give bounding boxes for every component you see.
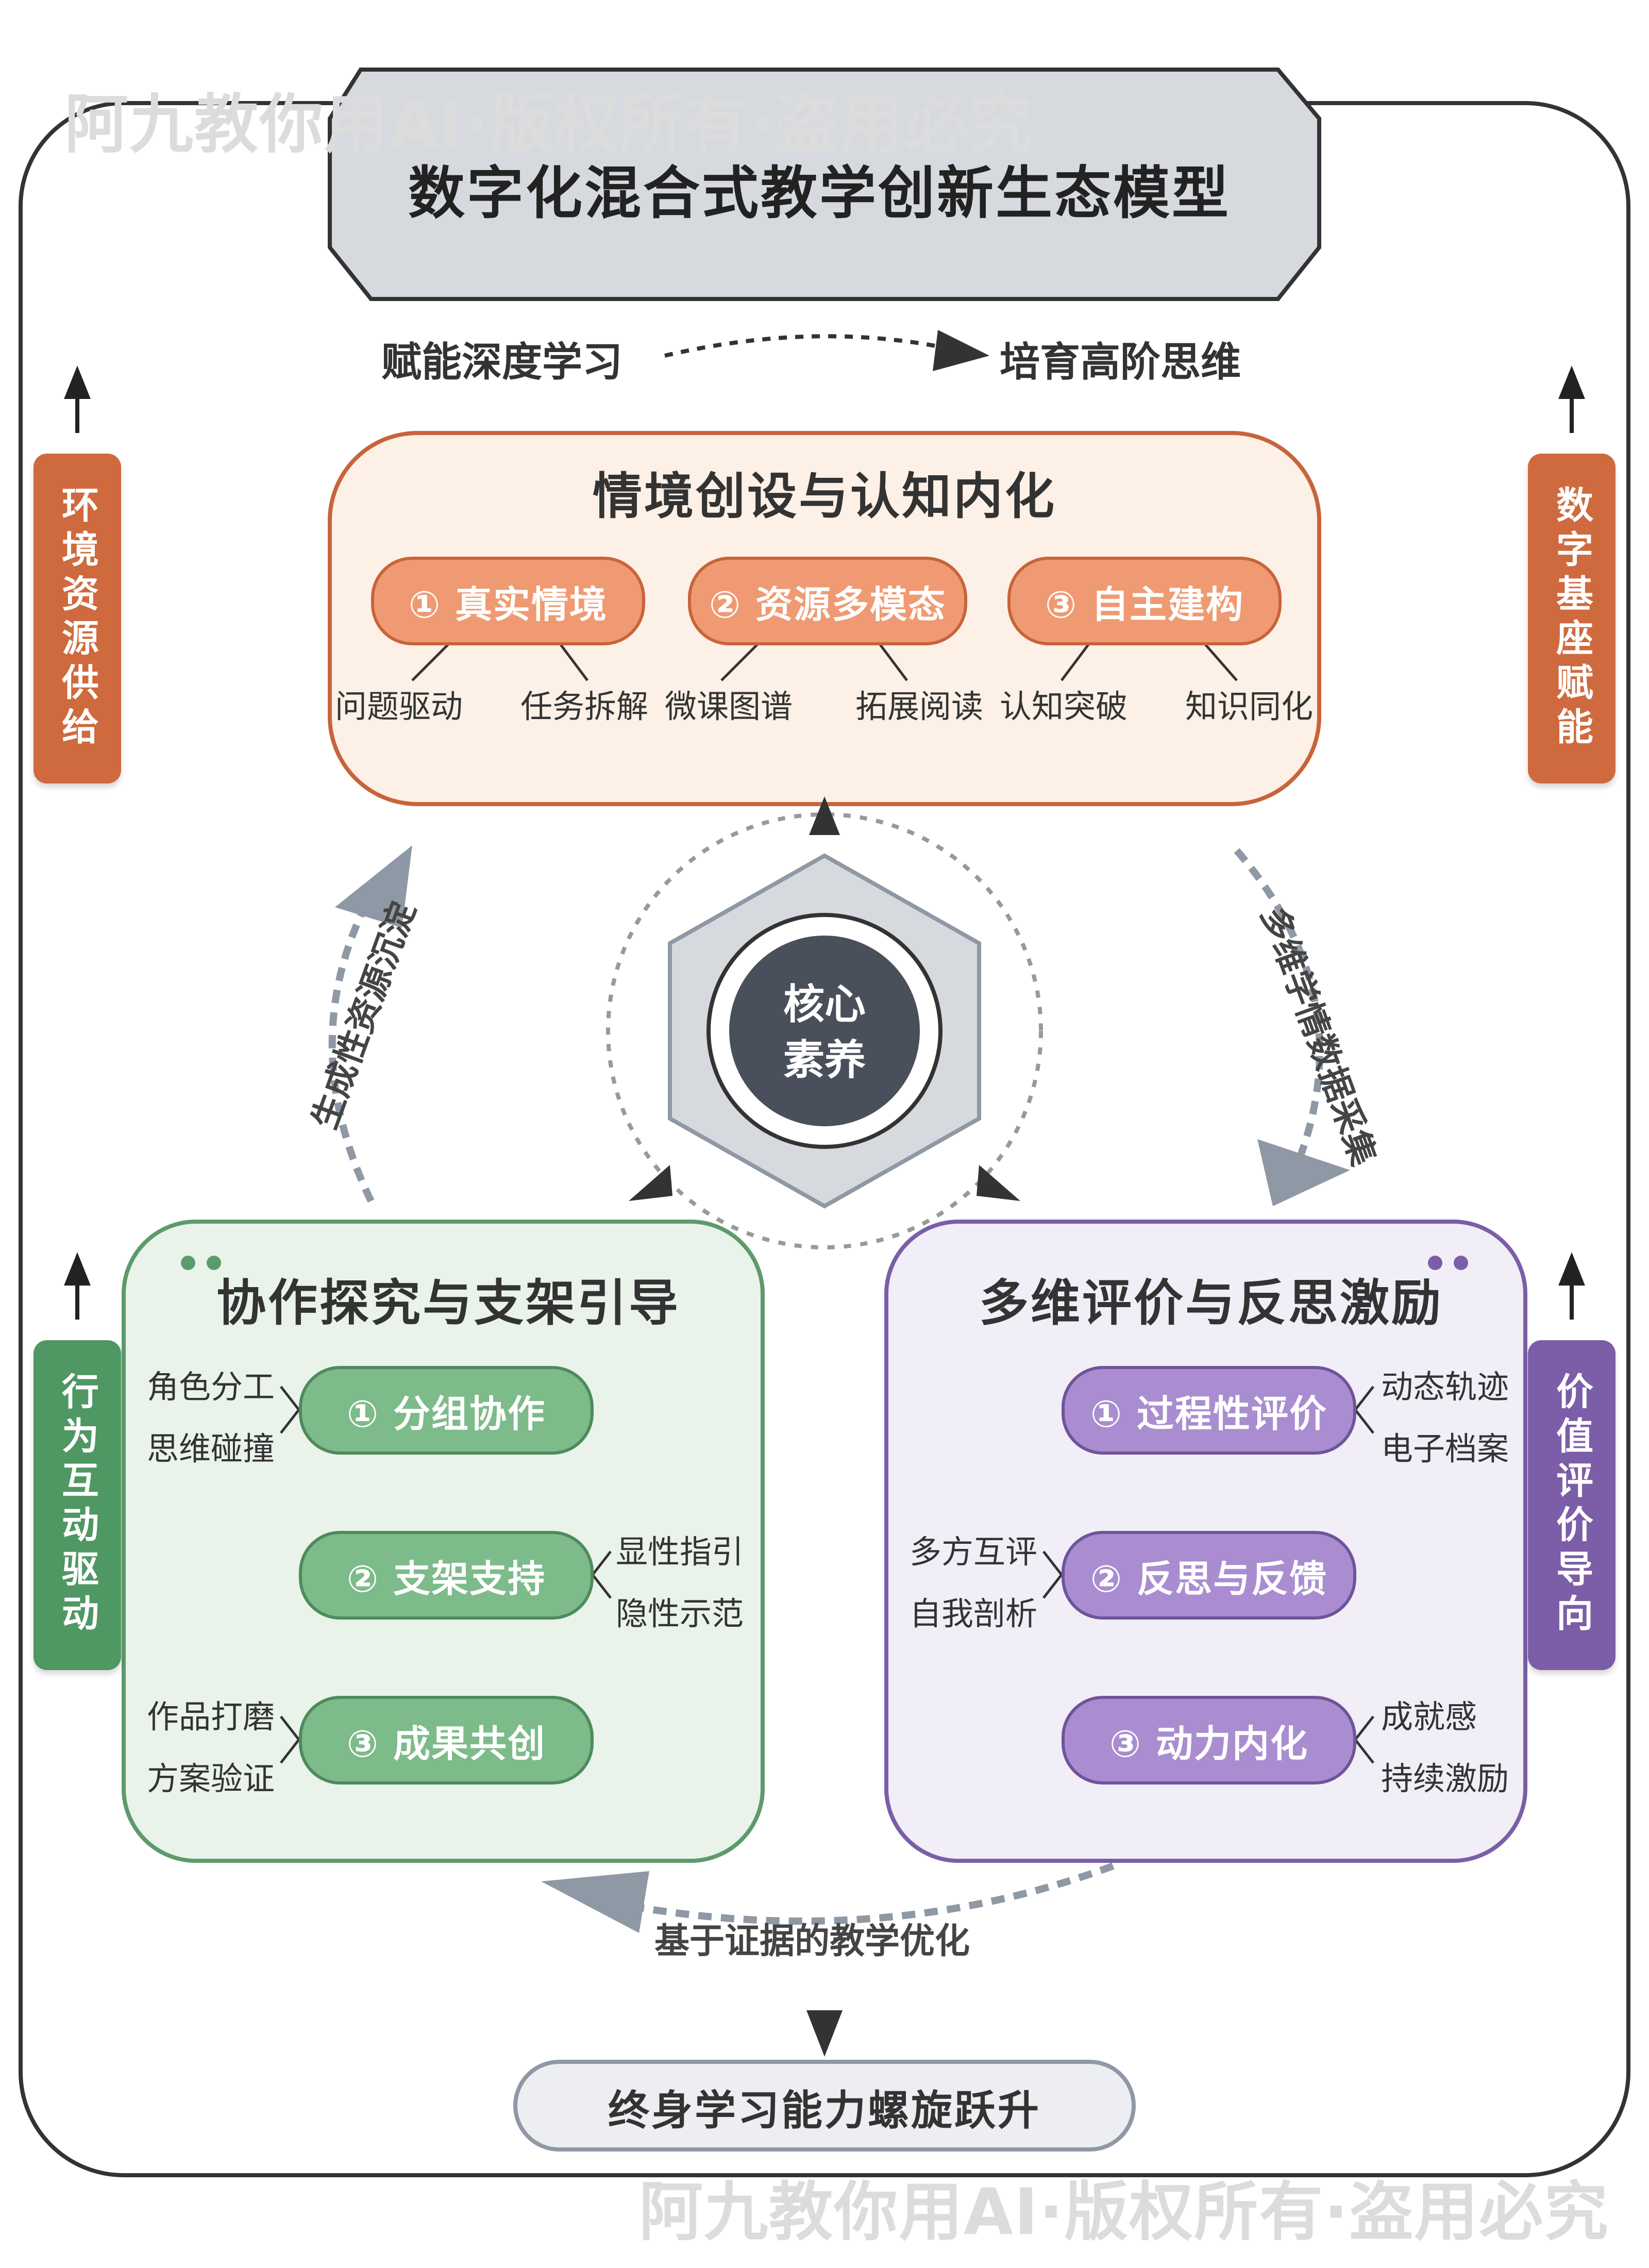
top-sub-2: 任务拆解 — [520, 688, 649, 725]
left-sub-6: 方案验证 — [147, 1760, 275, 1797]
top-sub-3: 微课图谱 — [665, 688, 793, 725]
right-pill-1: ① 过程性评价 — [1062, 1366, 1356, 1455]
side-up-arrows — [64, 365, 1585, 1320]
top-flow-right: 培育高阶思维 — [1000, 339, 1241, 386]
cycle-bottom-label: 基于证据的教学优化 — [654, 1921, 970, 1962]
cycle-right-arrowhead — [1257, 1139, 1350, 1206]
bottom-down-arrow — [806, 2010, 843, 2057]
left-pill-3: ③ 成果共创 — [299, 1696, 594, 1785]
core-arrow-right — [977, 1165, 1020, 1201]
core-label: 核心 素养 — [783, 980, 866, 1084]
title-banner — [328, 68, 1321, 301]
right-pill-3: ③ 动力内化 — [1062, 1696, 1356, 1785]
right-box-dot — [1428, 1256, 1442, 1270]
cycle-right-arrow — [1234, 848, 1323, 1187]
watermark-bottom: 阿九教你用AI·版权所有·盗用必究 — [639, 2175, 1609, 2249]
bottom-label: 终身学习能力螺旋跃升 — [608, 2087, 1041, 2134]
watermark-top: 阿九教你用AI·版权所有·盗用必究 — [64, 88, 1035, 162]
side-tag-left-bottom: 行为互动驱动 — [33, 1340, 121, 1670]
right-sub-1: 动态轨迹 — [1381, 1368, 1509, 1406]
left-sub-2: 思维碰撞 — [147, 1430, 275, 1467]
right-sub-2: 电子档案 — [1381, 1430, 1509, 1467]
cycle-bottom-arrow — [607, 1862, 1115, 1925]
top-pill-1: ① 真实情境 — [371, 557, 645, 645]
top-box-title: 情境创设与认知内化 — [593, 468, 1056, 525]
left-sub-5: 作品打磨 — [147, 1698, 275, 1736]
left-sub-3: 显性指引 — [616, 1533, 744, 1571]
left-sub-4: 隐性示范 — [616, 1595, 744, 1632]
top-flow-left: 赋能深度学习 — [381, 339, 623, 386]
top-flow-arrowhead — [933, 330, 989, 371]
left-box-dot — [207, 1256, 221, 1270]
top-box-connectors — [411, 638, 1238, 681]
core-dotted-ring — [606, 812, 1043, 1249]
left-sub-1: 角色分工 — [147, 1368, 275, 1406]
right-sub-3: 多方互评 — [910, 1533, 1038, 1571]
side-tag-right-top: 数字基座赋能 — [1528, 454, 1616, 783]
left-pill-2: ② 支架支持 — [299, 1531, 594, 1620]
top-sub-6: 知识同化 — [1185, 688, 1314, 725]
top-pill-3: ③ 自主建构 — [1007, 557, 1282, 645]
side-tag-left-top: 环境资源供给 — [33, 454, 121, 783]
left-pill-1: ① 分组协作 — [299, 1366, 594, 1455]
cycle-bottom-arrowhead — [541, 1871, 649, 1933]
top-sub-1: 问题驱动 — [335, 688, 463, 725]
right-sub-6: 持续激励 — [1381, 1760, 1509, 1797]
right-sub-5: 成就感 — [1381, 1698, 1477, 1736]
left-box-title: 协作探究与支架引导 — [216, 1274, 680, 1332]
right-box-dot — [1454, 1256, 1468, 1270]
right-box-title: 多维评价与反思激励 — [979, 1274, 1443, 1332]
top-sub-5: 认知突破 — [1000, 688, 1128, 725]
page-title: 数字化混合式教学创新生态模型 — [408, 160, 1231, 226]
core-circle — [729, 936, 920, 1126]
side-tag-right-bottom: 价值评价导向 — [1528, 1340, 1616, 1670]
left-box-dot — [181, 1256, 195, 1270]
core-arrow-up — [809, 796, 840, 835]
cycle-left-arrowhead — [335, 845, 412, 928]
core-arrow-left — [629, 1165, 672, 1201]
right-sub-4: 自我剖析 — [910, 1595, 1038, 1632]
bottom-pill — [513, 2060, 1136, 2152]
top-flow-arrow — [664, 334, 959, 358]
top-sub-4: 拓展阅读 — [855, 688, 984, 725]
top-pill-2: ② 资源多模态 — [688, 557, 967, 645]
right-pill-2: ② 反思与反馈 — [1062, 1531, 1356, 1620]
cycle-left-arrow — [328, 874, 385, 1203]
